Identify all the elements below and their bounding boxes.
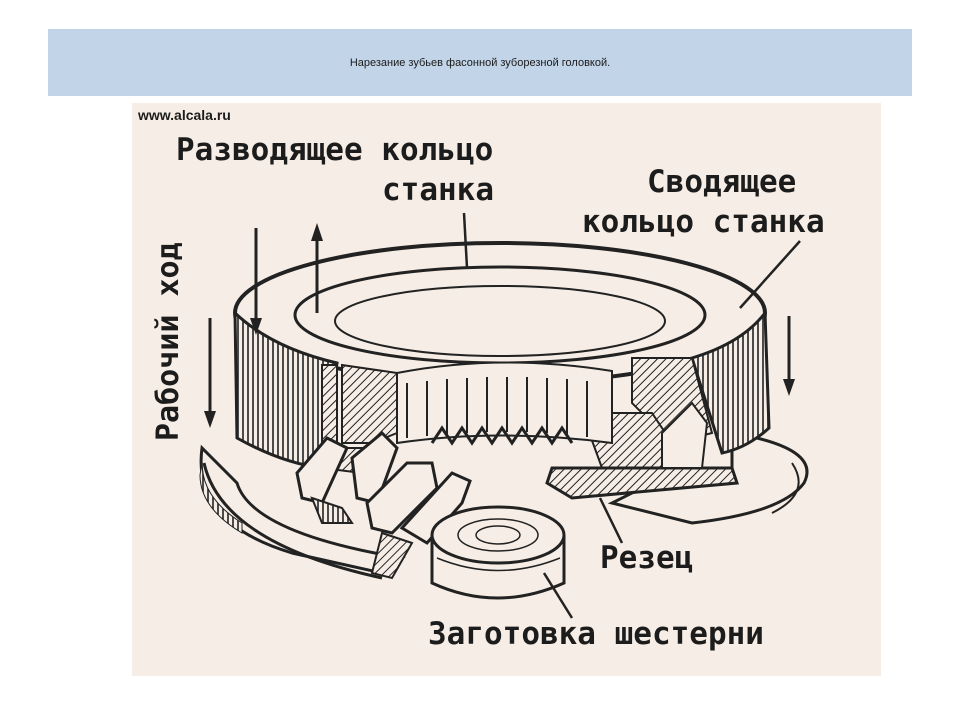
- label-working-stroke: Рабочий ход: [151, 242, 186, 441]
- arrow-down-icon: [783, 316, 795, 396]
- diagram-figure: www.alcala.ru Разводящее кольцо станка С…: [132, 103, 881, 676]
- title-bar: Нарезание зубьев фасонной зуборезной гол…: [48, 29, 912, 96]
- arrow-down-icon: [250, 228, 262, 335]
- label-gear-blank: Заготовка шестерни: [428, 616, 764, 652]
- leader-lines: [462, 212, 801, 619]
- label-cutter: Резец: [600, 540, 694, 576]
- cutter-head-core: [396, 361, 613, 446]
- gear-blank: [430, 505, 566, 600]
- cutter-blade-right: [545, 401, 740, 500]
- label-spreading-ring-line2: станка: [382, 172, 494, 208]
- arrow-up-icon: [311, 223, 323, 313]
- label-closing-ring-line1: Сводящее: [647, 164, 797, 200]
- arrow-down-icon: [204, 318, 216, 428]
- slide-title: Нарезание зубьев фасонной зуборезной гол…: [349, 56, 611, 69]
- label-spreading-ring-line1: Разводящее кольцо: [176, 132, 494, 168]
- gear-cutting-head-illustration: [199, 212, 809, 619]
- cutter-blades-left: [295, 430, 472, 580]
- label-closing-ring-line2: кольцо станка: [582, 204, 825, 240]
- watermark: www.alcala.ru: [138, 107, 231, 123]
